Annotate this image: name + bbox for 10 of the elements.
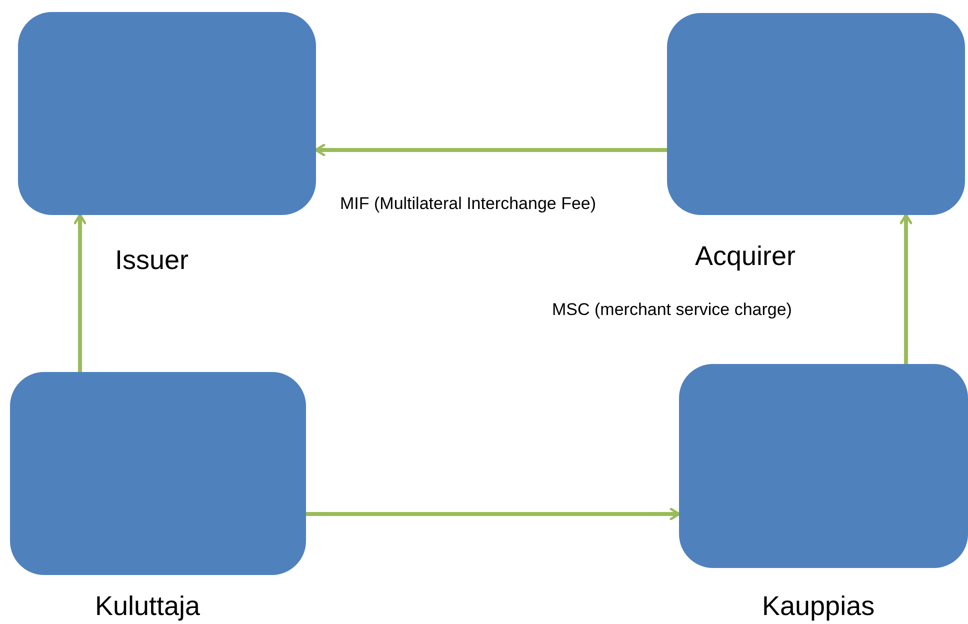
node-label: Acquirer (695, 240, 796, 272)
arrow (306, 508, 680, 520)
node-label: Kauppias (762, 590, 875, 622)
node-label: Issuer (115, 244, 189, 276)
arrow (314, 144, 667, 156)
arrow (900, 214, 912, 364)
node-label: Kuluttaja (95, 590, 200, 622)
edge-label: MIF (Multilateral Interchange Fee) (340, 193, 598, 215)
note-text: MSC (merchant service charge) (552, 299, 793, 321)
arrow (74, 214, 86, 372)
